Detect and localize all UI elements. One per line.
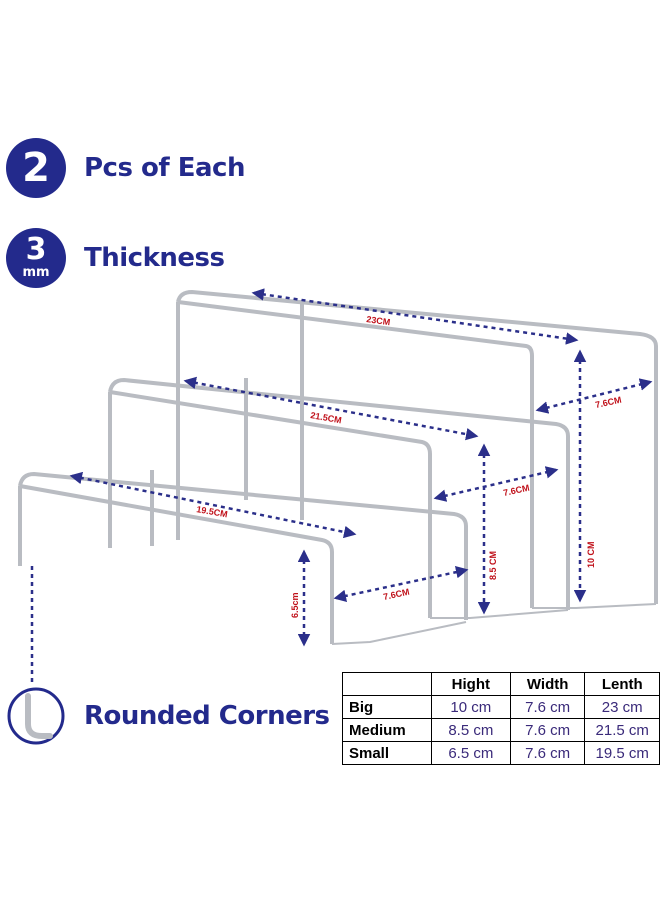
table-header-hight: Hight xyxy=(430,672,511,696)
medium-riser-bottom xyxy=(430,609,569,619)
table-header-row: Hight Width Lenth xyxy=(342,672,660,696)
table-header-lenth: Lenth xyxy=(584,672,660,696)
cell-width: 7.6 cm xyxy=(509,741,586,765)
big-width-line xyxy=(535,378,653,414)
feature-pcs-of-each: 2 Pcs of Each xyxy=(6,138,245,198)
big-length-line xyxy=(251,288,579,345)
cell-length: 21.5 cm xyxy=(584,718,660,742)
rounded-corner-icon xyxy=(7,687,65,745)
medium-riser-top xyxy=(108,378,570,610)
row-name: Big xyxy=(342,695,432,719)
dimension-labels: 23CM 7.6CM 10 CM 21.5CM 7.6CM 8.5 CM 19.… xyxy=(196,314,623,618)
cell-hight: 8.5 cm xyxy=(430,718,511,742)
big-height-label: 10 CM xyxy=(586,541,596,568)
row-name: Small xyxy=(342,741,432,765)
small-width-line xyxy=(333,565,469,603)
cell-hight: 6.5 cm xyxy=(430,741,511,765)
big-riser-bottom xyxy=(532,603,657,609)
badge-unit: mm xyxy=(22,265,50,280)
table-row: Medium 8.5 cm 7.6 cm 21.5 cm xyxy=(342,718,660,742)
size-spec-table: Hight Width Lenth Big 10 cm 7.6 cm 23 cm… xyxy=(342,672,660,765)
cell-width: 7.6 cm xyxy=(509,695,586,719)
row-name: Medium xyxy=(342,718,432,742)
big-width-label: 7.6CM xyxy=(594,395,622,410)
thickness-badge: 3 mm xyxy=(6,228,66,288)
medium-length-line xyxy=(183,376,479,441)
feature-label: Pcs of Each xyxy=(84,153,245,183)
feature-thickness: 3 mm Thickness xyxy=(6,228,225,288)
feature-rounded-corners: Rounded Corners xyxy=(6,686,330,746)
small-riser-bottom xyxy=(331,621,467,645)
quantity-badge: 2 xyxy=(6,138,66,198)
table-header-width: Width xyxy=(509,672,586,696)
cell-width: 7.6 cm xyxy=(509,718,586,742)
cell-hight: 10 cm xyxy=(430,695,511,719)
dimension-lines xyxy=(30,288,653,682)
badge-number: 2 xyxy=(22,145,50,191)
feature-label: Rounded Corners xyxy=(84,701,330,731)
small-riser-top xyxy=(18,472,468,620)
big-length-label: 23CM xyxy=(366,314,391,327)
big-riser-top xyxy=(176,290,658,604)
medium-width-label: 7.6CM xyxy=(502,483,530,498)
cell-length: 19.5 cm xyxy=(584,741,660,765)
big-riser-front xyxy=(177,300,534,608)
table-row: Small 6.5 cm 7.6 cm 19.5 cm xyxy=(342,741,660,765)
small-width-label: 7.6CM xyxy=(382,587,410,602)
badge-number: 3 xyxy=(25,232,47,267)
acrylic-risers xyxy=(18,290,658,645)
cell-length: 23 cm xyxy=(584,695,660,719)
small-length-line xyxy=(69,471,357,539)
medium-width-line xyxy=(433,466,559,502)
table-header-corner xyxy=(342,672,432,696)
small-height-label: 6.5cm xyxy=(290,592,300,618)
medium-height-label: 8.5 CM xyxy=(488,551,498,580)
small-riser-front xyxy=(19,484,334,644)
medium-riser-front xyxy=(109,390,432,618)
table-row: Big 10 cm 7.6 cm 23 cm xyxy=(342,695,660,719)
feature-label: Thickness xyxy=(84,243,225,273)
